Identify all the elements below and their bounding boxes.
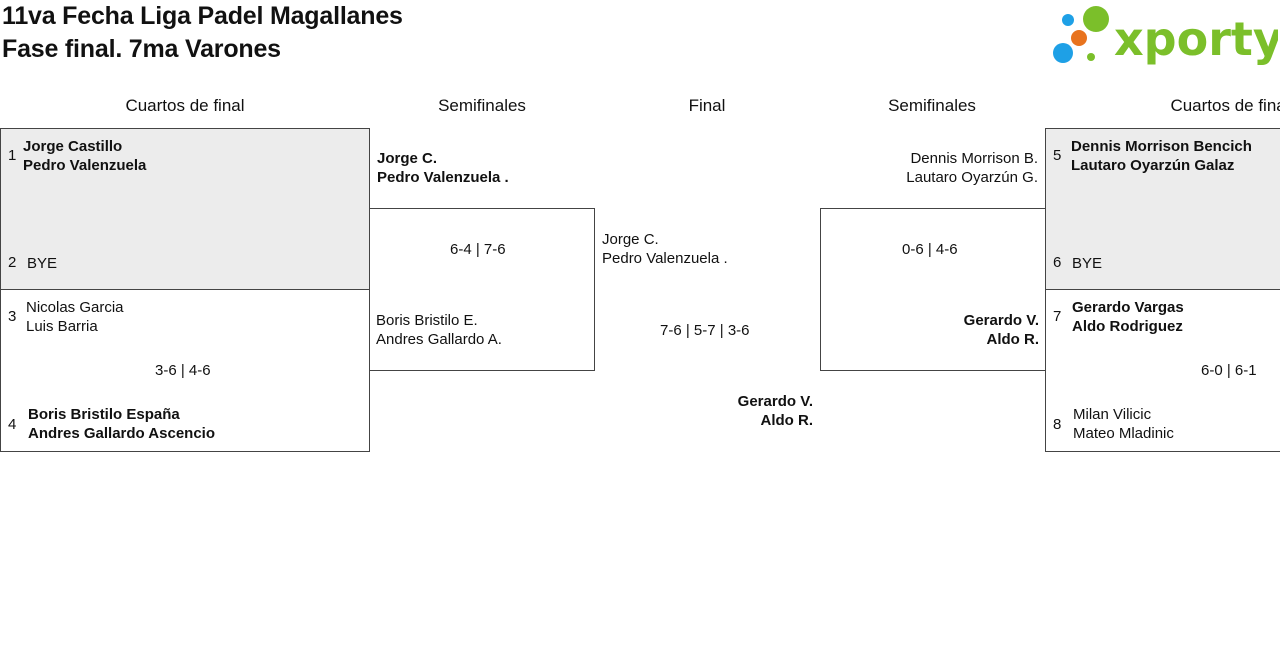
left-qf-match-2: 3 Nicolas Garcia Luis Barria 3-6 | 4-6 4… [0, 289, 370, 452]
player: Boris Bristilo España [28, 406, 180, 423]
left-qf-match-1: 1 Jorge Castillo Pedro Valenzuela 2 BYE [0, 128, 370, 290]
player: Jorge Castillo [23, 138, 123, 155]
player: Pedro Valenzuela [23, 157, 147, 174]
player: BYE [27, 255, 58, 272]
seed: 5 [1053, 147, 1062, 164]
round-header-left-qf: Cuartos de final [125, 96, 245, 115]
logo-dots-icon: xporty [1053, 6, 1280, 66]
page-title: 11va Fecha Liga Padel Magallanes [2, 2, 403, 30]
player: Dennis Morrison B. [910, 150, 1038, 167]
round-header-left-sf: Semifinales [438, 96, 526, 115]
match-score: 6-0 | 6-1 [1201, 362, 1257, 379]
seed: 7 [1053, 308, 1062, 325]
player: Lautaro Oyarzún Galaz [1071, 157, 1235, 174]
seed: 6 [1053, 254, 1062, 271]
match-score: 3-6 | 4-6 [155, 362, 211, 379]
logo-text: xporty [1114, 12, 1278, 66]
player: Dennis Morrison Bencich [1071, 138, 1252, 155]
player: Luis Barria [26, 318, 98, 335]
right-qf-match-2: 7 Gerardo Vargas Aldo Rodriguez 6-0 | 6-… [1045, 289, 1280, 452]
player: Aldo Rodriguez [1072, 318, 1183, 335]
player: Aldo R. [986, 331, 1040, 348]
seed: 8 [1053, 416, 1062, 433]
player: Jorge C. [377, 150, 438, 167]
seed: 1 [8, 147, 17, 164]
right-qf-match-1: 5 Dennis Morrison Bencich Lautaro Oyarzú… [1045, 128, 1280, 290]
player: Gerardo V. [963, 312, 1039, 329]
round-header-final: Final [688, 96, 726, 115]
player: Aldo R. [760, 412, 814, 429]
round-header-right-sf: Semifinales [888, 96, 976, 115]
player: Gerardo Vargas [1072, 299, 1184, 316]
right-sf-match: 0-6 | 4-6 Gerardo V. Aldo R. [820, 208, 1046, 371]
player: Andres Gallardo A. [376, 331, 502, 348]
match-score: 0-6 | 4-6 [902, 241, 958, 258]
player: Jorge C. [602, 231, 659, 248]
seed: 4 [8, 416, 17, 433]
player: Nicolas Garcia [26, 299, 124, 316]
player: Gerardo V. [737, 393, 813, 410]
match-score: 6-4 | 7-6 [450, 241, 506, 258]
player: Boris Bristilo E. [376, 312, 478, 329]
player: Pedro Valenzuela . [602, 250, 728, 267]
xporty-logo: xporty [1050, 4, 1280, 68]
player: BYE [1072, 255, 1103, 272]
match-score: 7-6 | 5-7 | 3-6 [660, 322, 750, 339]
player: Mateo Mladinic [1073, 425, 1174, 442]
player: Andres Gallardo Ascencio [28, 425, 216, 442]
left-sf-match: 6-4 | 7-6 Boris Bristilo E. Andres Galla… [369, 208, 595, 371]
player: Lautaro Oyarzún G. [906, 169, 1038, 186]
player: Milan Vilicic [1073, 406, 1152, 423]
page-subtitle: Fase final. 7ma Varones [2, 35, 281, 63]
round-header-right-qf: Cuartos de final [1170, 96, 1280, 115]
seed: 2 [8, 254, 17, 271]
player: Pedro Valenzuela . [377, 169, 509, 186]
seed: 3 [8, 308, 17, 325]
